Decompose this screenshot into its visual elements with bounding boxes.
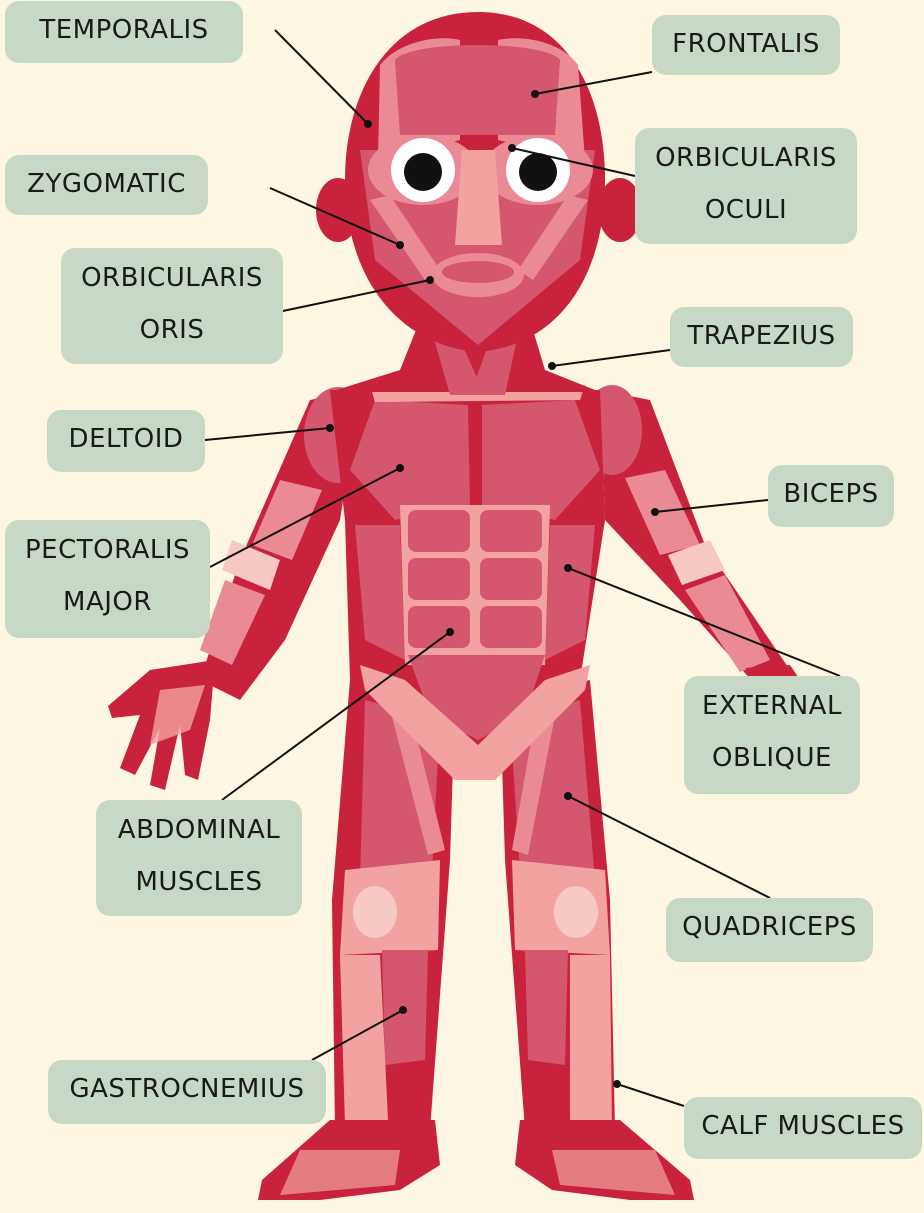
left-kneecap: [353, 886, 397, 938]
label-trapezius-text: TRAPEZIUS: [670, 307, 853, 365]
label-pectoralis-major-line2: MAJOR: [5, 576, 210, 628]
label-external-oblique-line2: OBLIQUE: [684, 732, 860, 784]
label-orbicularis-oculi-line2: OCULI: [635, 184, 857, 236]
leader-calf-muscles: [617, 1084, 684, 1106]
label-frontalis: FRONTALIS: [652, 15, 840, 75]
label-quadriceps-text: QUADRICEPS: [666, 898, 873, 956]
label-frontalis-text: FRONTALIS: [652, 15, 840, 73]
right-external-oblique-muscle: [545, 525, 595, 660]
label-pectoralis-major-line1: PECTORALIS: [5, 524, 210, 576]
label-orbicularis-oculi: ORBICULARIS OCULI: [635, 128, 857, 244]
label-biceps-text: BICEPS: [768, 465, 894, 523]
left-pupil: [404, 153, 442, 191]
leader-temporalis: [275, 30, 368, 124]
label-abdominal-muscles-line1: ABDOMINAL: [96, 804, 302, 856]
label-trapezius: TRAPEZIUS: [670, 307, 853, 367]
right-shin: [570, 955, 612, 1125]
label-abdominal-muscles-line2: MUSCLES: [96, 856, 302, 908]
label-external-oblique: EXTERNAL OBLIQUE: [684, 676, 860, 794]
label-orbicularis-oculi-line1: ORBICULARIS: [635, 132, 857, 184]
nose: [455, 150, 502, 245]
label-biceps: BICEPS: [768, 465, 894, 527]
label-deltoid: DELTOID: [47, 410, 205, 472]
mouth: [442, 261, 514, 283]
label-orbicularis-oris: ORBICULARIS ORIS: [61, 248, 283, 364]
label-gastrocnemius-text: GASTROCNEMIUS: [48, 1060, 326, 1118]
label-abdominal-muscles: ABDOMINAL MUSCLES: [96, 800, 302, 916]
label-orbicularis-oris-line1: ORBICULARIS: [61, 252, 283, 304]
label-temporalis: TEMPORALIS: [5, 1, 243, 63]
right-kneecap: [554, 886, 598, 938]
label-external-oblique-line1: EXTERNAL: [684, 680, 860, 732]
head: [316, 12, 642, 352]
label-orbicularis-oris-line2: ORIS: [61, 304, 283, 356]
label-calf-muscles: CALF MUSCLES: [684, 1097, 922, 1159]
right-pupil: [519, 153, 557, 191]
label-calf-muscles-text: CALF MUSCLES: [684, 1097, 922, 1155]
label-zygomatic-text: ZYGOMATIC: [5, 155, 208, 213]
frontalis-muscle: [395, 45, 560, 135]
label-gastrocnemius: GASTROCNEMIUS: [48, 1060, 326, 1124]
label-zygomatic: ZYGOMATIC: [5, 155, 208, 215]
leader-trapezius: [552, 350, 670, 366]
label-quadriceps: QUADRICEPS: [666, 898, 873, 962]
right-gastrocnemius-muscle: [525, 950, 568, 1065]
label-deltoid-text: DELTOID: [47, 410, 205, 468]
label-temporalis-text: TEMPORALIS: [5, 1, 243, 59]
label-pectoralis-major: PECTORALIS MAJOR: [5, 520, 210, 638]
